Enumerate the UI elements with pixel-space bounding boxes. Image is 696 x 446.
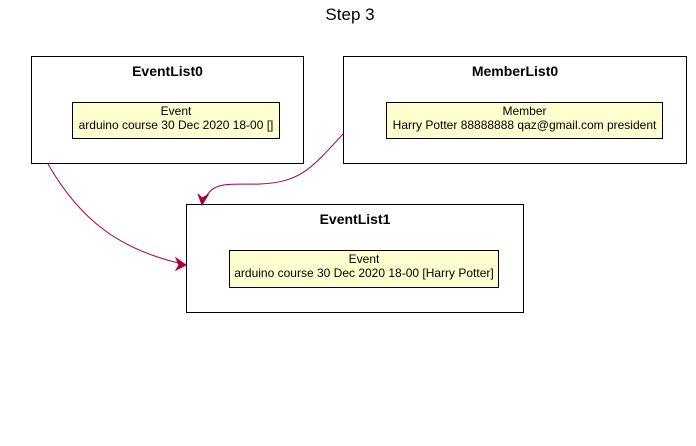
- event-object: Event arduino course 30 Dec 2020 18-00 […: [229, 250, 499, 288]
- diagram-title: Step 3: [325, 5, 375, 24]
- object-type: Member: [502, 104, 547, 118]
- event-object: Event arduino course 30 Dec 2020 18-00 […: [72, 102, 280, 139]
- package-memberlist0: MemberList0 Member Harry Potter 88888888…: [343, 56, 687, 164]
- object-type: Event: [160, 104, 192, 118]
- package-title: MemberList0: [471, 63, 559, 79]
- object-value: arduino course 30 Dec 2020 18-00 []: [78, 118, 274, 132]
- arrowhead-eventlist1-left: [174, 256, 187, 272]
- member-object: Member Harry Potter 88888888 qaz@gmail.c…: [386, 102, 663, 139]
- package-title: EventList0: [132, 63, 203, 79]
- package-eventlist1: EventList1 Event arduino course 30 Dec 2…: [186, 204, 524, 313]
- edge-memberlist0-to-eventlist1: [203, 133, 344, 202]
- package-title: EventList1: [319, 211, 391, 227]
- object-type: Event: [348, 252, 380, 266]
- object-value: arduino course 30 Dec 2020 18-00 [Harry …: [234, 266, 494, 280]
- edge-eventlist0-to-eventlist1: [47, 163, 184, 265]
- package-eventlist0: EventList0 Event arduino course 30 Dec 2…: [31, 56, 304, 164]
- object-value: Harry Potter 88888888 qaz@gmail.com pres…: [392, 118, 657, 132]
- arrowhead-eventlist1-top: [197, 193, 210, 207]
